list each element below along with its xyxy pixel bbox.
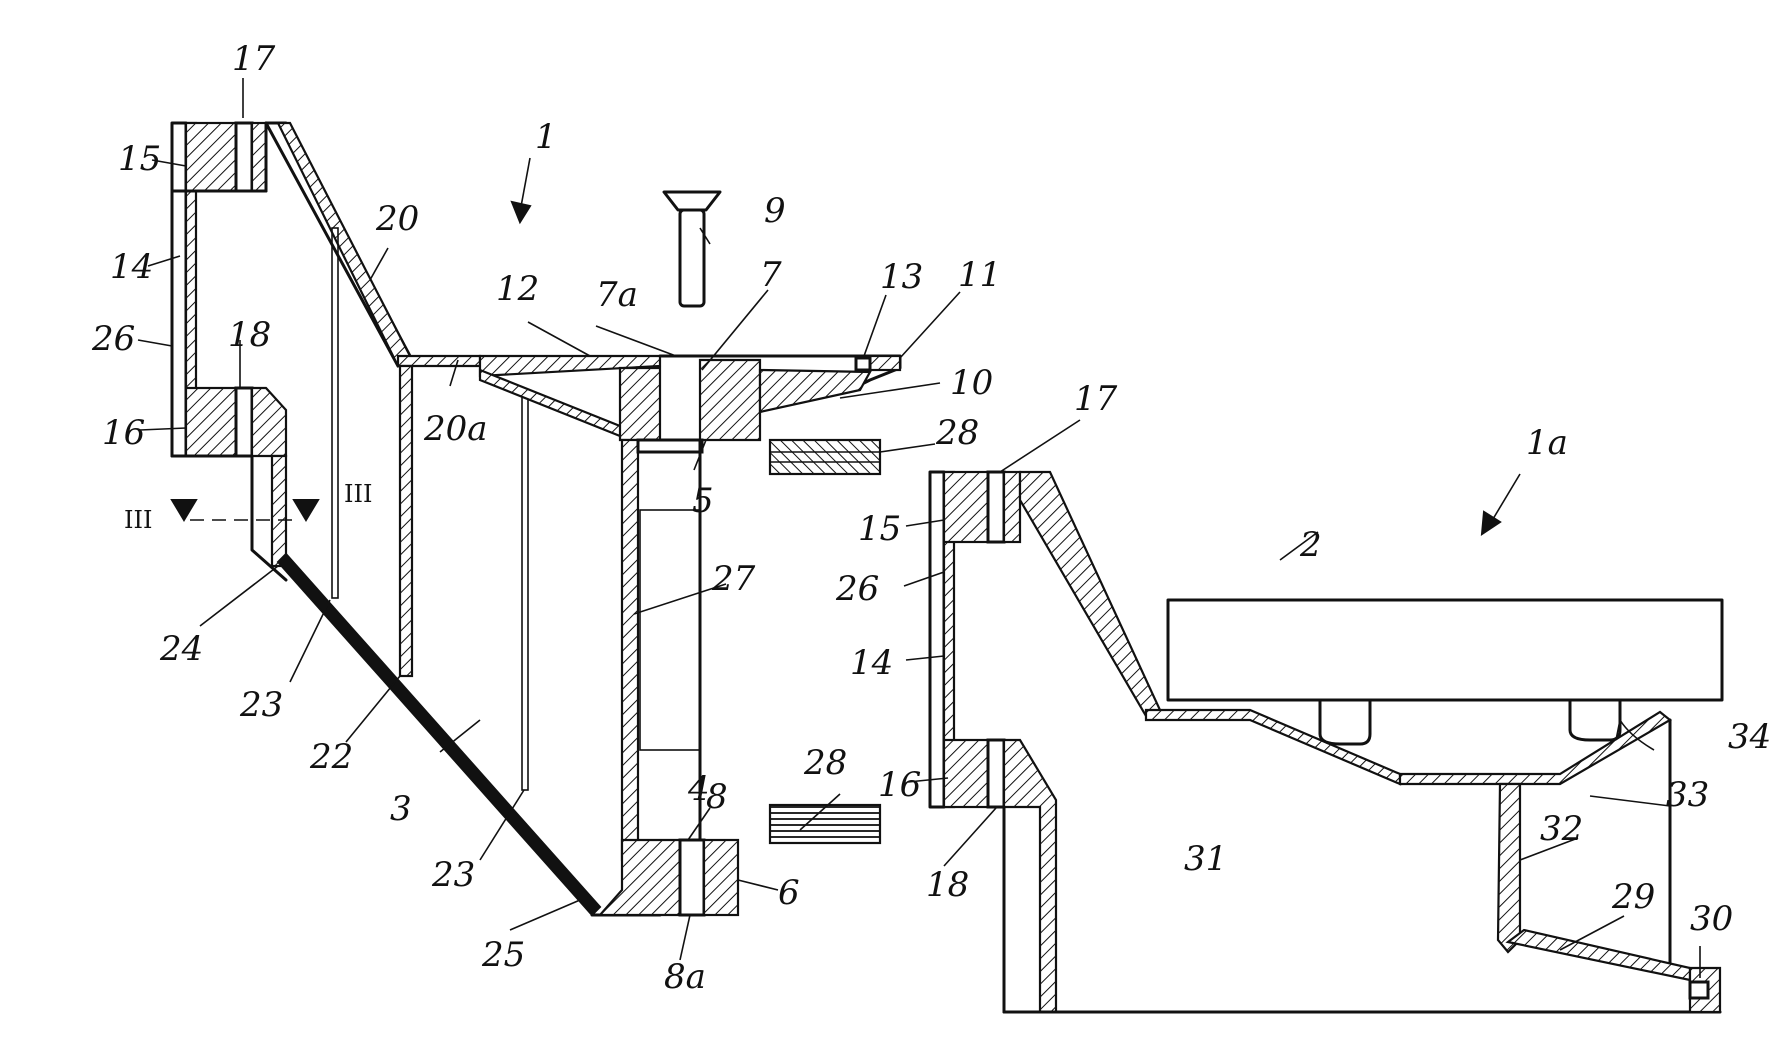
box-2 (1168, 600, 1722, 700)
rib-22 (400, 366, 412, 676)
flange-plate-26 (172, 123, 186, 456)
label-III-right: III (344, 480, 372, 508)
tube-bore-top (638, 440, 702, 452)
label-31: 31 (1184, 839, 1227, 879)
spacer-28-bottom (770, 805, 880, 843)
stud-right (1570, 700, 1620, 740)
leader-lines (138, 78, 1700, 978)
boss-6 (704, 840, 738, 915)
label-18-left: 18 (228, 315, 271, 355)
label-24: 24 (159, 629, 203, 669)
block-16-right (252, 388, 286, 456)
label-20a: 20a (423, 409, 488, 449)
side-wall-right (1004, 740, 1056, 1012)
label-15-left: 15 (118, 139, 161, 179)
assembly-1 (172, 123, 900, 915)
label-11: 11 (958, 255, 1001, 295)
stud-left (1320, 700, 1370, 744)
lip-11 (870, 356, 900, 370)
label-28-top: 28 (935, 413, 979, 453)
block-15b (944, 472, 988, 542)
label-7a: 7a (596, 275, 638, 315)
label-34: 34 (1728, 717, 1771, 757)
tube-4-wall (622, 440, 638, 860)
bore-17 (236, 123, 252, 191)
slanted-wall-b (1020, 472, 1160, 716)
label-3: 3 (390, 789, 412, 829)
label-17-top: 17 (232, 39, 276, 79)
step-outline (172, 456, 286, 580)
tray-34 (1400, 712, 1670, 784)
label-1a: 1a (1526, 423, 1568, 463)
column-32 (1498, 784, 1520, 952)
pointer-arrow-1a (1482, 512, 1500, 534)
label-1: 1 (535, 117, 557, 157)
label-8a: 8a (664, 957, 706, 997)
boss-5 (700, 360, 760, 440)
label-17-right: 17 (1074, 379, 1118, 419)
block-16 (186, 388, 236, 456)
flange-29 (1508, 930, 1690, 980)
label-23-left: 23 (239, 685, 283, 725)
assembly-1a (930, 472, 1722, 1012)
bore-18b (988, 740, 1004, 807)
label-7: 7 (760, 255, 782, 295)
label-22: 22 (309, 737, 353, 777)
arrow-III-left (172, 500, 196, 520)
wall-20 (278, 123, 410, 366)
label-15-right: 15 (858, 509, 901, 549)
label-16-left: 16 (102, 413, 145, 453)
label-29: 29 (1611, 877, 1655, 917)
label-33: 33 (1666, 775, 1709, 815)
rib-23-right (522, 392, 528, 790)
bore-18 (236, 388, 252, 456)
label-2: 2 (1299, 525, 1322, 565)
label-8: 8 (706, 777, 728, 817)
bore-8 (680, 840, 704, 915)
label-13: 13 (880, 257, 923, 297)
spacer-28-top (770, 440, 880, 474)
screw-9-shank (680, 210, 704, 306)
label-23-right: 23 (431, 855, 475, 895)
label-25: 25 (481, 935, 525, 975)
arrow-III-right (294, 500, 318, 520)
label-14-left: 14 (110, 247, 153, 287)
label-9: 9 (764, 191, 786, 231)
boss-7 (620, 368, 660, 440)
label-26-left: 26 (91, 319, 135, 359)
block-16b (944, 740, 988, 807)
rib-24 (272, 456, 286, 566)
screw-9-head (664, 192, 720, 210)
collar-20a (398, 356, 480, 366)
label-6: 6 (778, 873, 800, 913)
tray-left (1146, 710, 1400, 784)
label-27: 27 (711, 559, 756, 599)
block-15b-right (1004, 472, 1020, 542)
label-20: 20 (375, 199, 419, 239)
block-15-right (252, 123, 266, 191)
label-10: 10 (950, 363, 993, 403)
label-30: 30 (1690, 899, 1733, 939)
rib-23-left (332, 228, 338, 598)
block-15 (186, 123, 236, 191)
bore-17b (988, 472, 1004, 542)
boss-6-left (600, 840, 680, 915)
label-12: 12 (496, 269, 539, 309)
label-18-right: 18 (926, 865, 969, 905)
label-32: 32 (1540, 809, 1583, 849)
pocket-13 (856, 358, 870, 370)
pointer-arrow-1 (512, 202, 530, 222)
label-III-left: III (124, 506, 152, 534)
rim-10 (760, 370, 870, 412)
label-14-right: 14 (850, 643, 893, 683)
cone-12 (480, 370, 630, 440)
label-26-right: 26 (835, 569, 879, 609)
label-5: 5 (692, 481, 714, 521)
hole-30 (1690, 982, 1708, 998)
label-28-bottom: 28 (803, 743, 847, 783)
window-27 (640, 510, 700, 750)
label-16-right: 16 (878, 765, 921, 805)
